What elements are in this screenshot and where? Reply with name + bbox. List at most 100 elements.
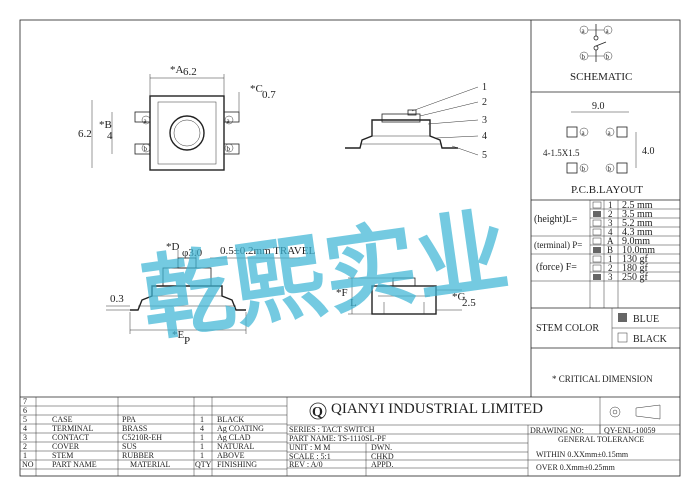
- logo-ring: [309, 402, 327, 420]
- stem-color-label: STEM COLOR: [536, 323, 599, 334]
- series: SERIES : TACT SWITCH: [289, 425, 375, 434]
- sch-pin-a-1: a: [582, 27, 586, 35]
- dim-g-label: *G: [452, 291, 466, 303]
- height-val-1: 2.5 mm: [622, 200, 653, 211]
- pcb-layout: 9.0 a a b b 4.0 4-1.5X1.5 P.C.B.LAYOUT: [543, 101, 655, 196]
- bom-qty: 1: [200, 451, 204, 460]
- bom-row: 7: [23, 397, 27, 406]
- force-code-1: 1: [608, 254, 613, 264]
- bom-table: [20, 397, 288, 476]
- schematic: a a b b SCHEMATIC: [570, 24, 632, 83]
- top-pin-a-2: a: [227, 117, 231, 125]
- drawing-no: QY-ENL-10059: [604, 426, 656, 435]
- height-code-2: 2: [608, 209, 613, 219]
- title-overlay: QIANYI INDUSTRIAL LIMITED DRAWING NO: QY…: [287, 397, 680, 476]
- height-val-3: 5.2 mm: [622, 218, 653, 229]
- top-pin-b-2: b: [227, 145, 231, 153]
- stem-color-2: BLACK: [633, 334, 668, 345]
- watermark: 乾熙实业: [135, 197, 514, 354]
- bom-no: 3: [23, 433, 27, 442]
- logo-letter: Q: [312, 405, 323, 420]
- rev: REV : A/0: [289, 460, 323, 469]
- side-view-2: *F L *G 2.5: [336, 277, 476, 315]
- bom-part: CONTACT: [52, 433, 90, 442]
- critical-note: * CRITICAL DIMENSION: [552, 374, 653, 384]
- bom-header-no: NO: [22, 460, 34, 469]
- dim-offset: 0.3: [110, 293, 124, 305]
- pcb-height: 4.0: [642, 146, 655, 157]
- dim-g-value: 2.5: [462, 297, 476, 309]
- callout-3: 3: [482, 115, 487, 126]
- terminal-code-1: A: [607, 236, 614, 246]
- bom-no: 4: [23, 424, 27, 433]
- bom-header-material: MATERIAL: [130, 460, 171, 469]
- dim-b-value: 4: [107, 130, 113, 142]
- bom-header-finish: FINISHING: [217, 460, 257, 469]
- appd-label: APPD.: [371, 460, 394, 469]
- drawing-no-label: DRAWING NO:: [530, 426, 584, 435]
- chkd-label: CHKD: [371, 452, 394, 461]
- bom-part: CASE: [52, 415, 73, 424]
- bom-no: 2: [23, 442, 27, 451]
- terminal-code-2: B: [607, 245, 613, 255]
- callout-5: 5: [482, 150, 487, 161]
- bom-qty: 1: [200, 442, 204, 451]
- bom-no: 5: [23, 415, 27, 424]
- dim-f-value: L: [350, 297, 357, 309]
- title-block: Q: [287, 397, 680, 476]
- scale: SCALE : 5:1: [289, 452, 331, 461]
- bom-row: 6: [23, 406, 27, 415]
- bom-finish: NATURAL: [217, 442, 255, 451]
- bom-material: RUBBER: [122, 451, 155, 460]
- company-name: QIANYI INDUSTRIAL LIMITED: [331, 401, 543, 417]
- bom-finish: BLACK: [217, 415, 245, 424]
- bom-material: PPA: [122, 415, 136, 424]
- force-val-3: 250 gf: [622, 272, 649, 283]
- bom-finish: Ag CLAD: [217, 433, 251, 442]
- callout-4: 4: [482, 131, 487, 142]
- bom-finish: ABOVE: [217, 451, 245, 460]
- tolerance-over: OVER 0.Xmm±0.25mm: [536, 463, 615, 472]
- bom-finish: Ag COATING: [217, 424, 264, 433]
- projection-symbol: [609, 406, 621, 418]
- top-pin-b-1: b: [144, 145, 148, 153]
- dim-f-label: *F: [336, 287, 348, 299]
- height-code-1: 1: [608, 200, 613, 210]
- dim-a-label: *A: [170, 64, 184, 76]
- terminal-label: (terminal) P=: [534, 240, 582, 250]
- pcb-width: 9.0: [592, 101, 605, 112]
- pcb-pin-a-2: a: [608, 129, 612, 137]
- pcb-title: P.C.B.LAYOUT: [571, 184, 643, 196]
- dim-e-label: *E: [172, 329, 185, 341]
- bom-no: 6: [23, 406, 27, 415]
- dim-c-value: 0.7: [262, 89, 276, 101]
- force-val-1: 130 gf: [622, 254, 649, 265]
- sch-pin-a-2: a: [606, 27, 610, 35]
- front-view: *D φ3.0 0.5±0.2mm TRAVEL 0.3 *E P: [106, 241, 315, 347]
- tolerance-title: GENERAL TOLERANCE: [558, 435, 645, 444]
- height-val-4: 4.3 mm: [622, 227, 653, 238]
- force-code-2: 2: [608, 263, 613, 273]
- bom-part: TERMINAL: [52, 424, 94, 433]
- schematic-title: SCHEMATIC: [570, 71, 632, 83]
- options-table: (height)L= 1 2.5 mm 2 3.5 mm 3 5.2 mm 4 …: [531, 200, 680, 384]
- bom-part: COVER: [52, 442, 80, 451]
- height-code-4: 4: [608, 227, 613, 237]
- dim-outer-value: 6.2: [78, 128, 92, 140]
- bom-material: BRASS: [122, 424, 148, 433]
- stem-color-1: BLUE: [633, 314, 659, 325]
- callout-1: 1: [482, 82, 487, 93]
- dim-e-value: P: [184, 335, 190, 347]
- dwn-label: DWN.: [371, 443, 393, 452]
- callout-2: 2: [482, 97, 487, 108]
- height-code-3: 3: [608, 218, 613, 228]
- bom-qty: 1: [200, 433, 204, 442]
- terminal-val-2: 10.0mm: [622, 245, 655, 256]
- height-label: (height)L=: [534, 214, 578, 225]
- pcb-hole: 4-1.5X1.5: [543, 148, 580, 158]
- dim-d-value: φ3.0: [182, 247, 203, 259]
- dim-a-value: 6.2: [183, 66, 197, 78]
- force-label: (force) F=: [536, 262, 577, 273]
- bom-header-qty: QTY: [195, 460, 212, 469]
